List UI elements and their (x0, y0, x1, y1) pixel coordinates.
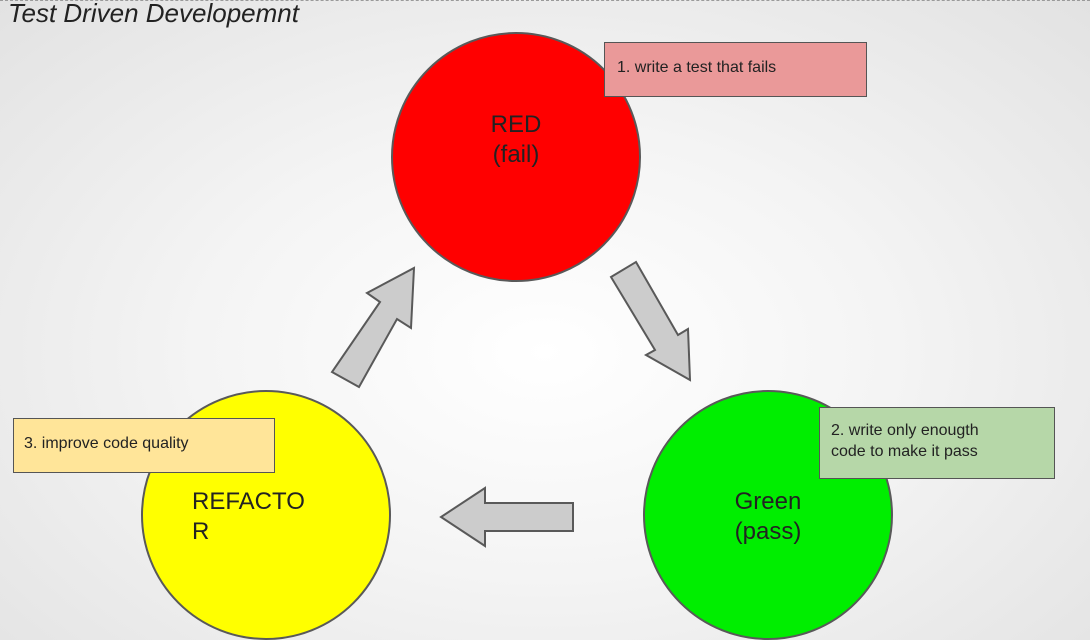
arrow-red-to-green (609, 260, 692, 382)
step1-note-text: 1. write a test that fails (617, 59, 777, 76)
diagram-title: Test Driven Developemnt (8, 0, 299, 28)
red-node-label: RED (fail) (456, 110, 576, 170)
red-node-line1: RED (490, 111, 542, 138)
arrow-refactor-to-red (330, 266, 416, 389)
green-node-line2: (pass) (734, 518, 802, 545)
step2-note: 2. write only enougth code to make it pa… (819, 407, 1055, 479)
green-node-label: Green (pass) (708, 487, 828, 547)
step3-note-text: 3. improve code quality (24, 435, 189, 452)
arrow-green-to-refactor (439, 486, 574, 548)
step2-note-line1: 2. write only enougth (831, 422, 979, 439)
step1-note: 1. write a test that fails (604, 42, 867, 97)
step2-note-line2: code to make it pass (831, 443, 978, 460)
step3-note: 3. improve code quality (13, 418, 275, 473)
refactor-node-label: REFACTO R (192, 487, 322, 547)
refactor-node-line2: R (192, 518, 210, 545)
red-node-line2: (fail) (492, 141, 540, 168)
page-top-border (0, 0, 1090, 1)
red-circle (391, 32, 641, 282)
green-node-line1: Green (734, 488, 802, 515)
refactor-node-line1: REFACTO (192, 488, 305, 515)
